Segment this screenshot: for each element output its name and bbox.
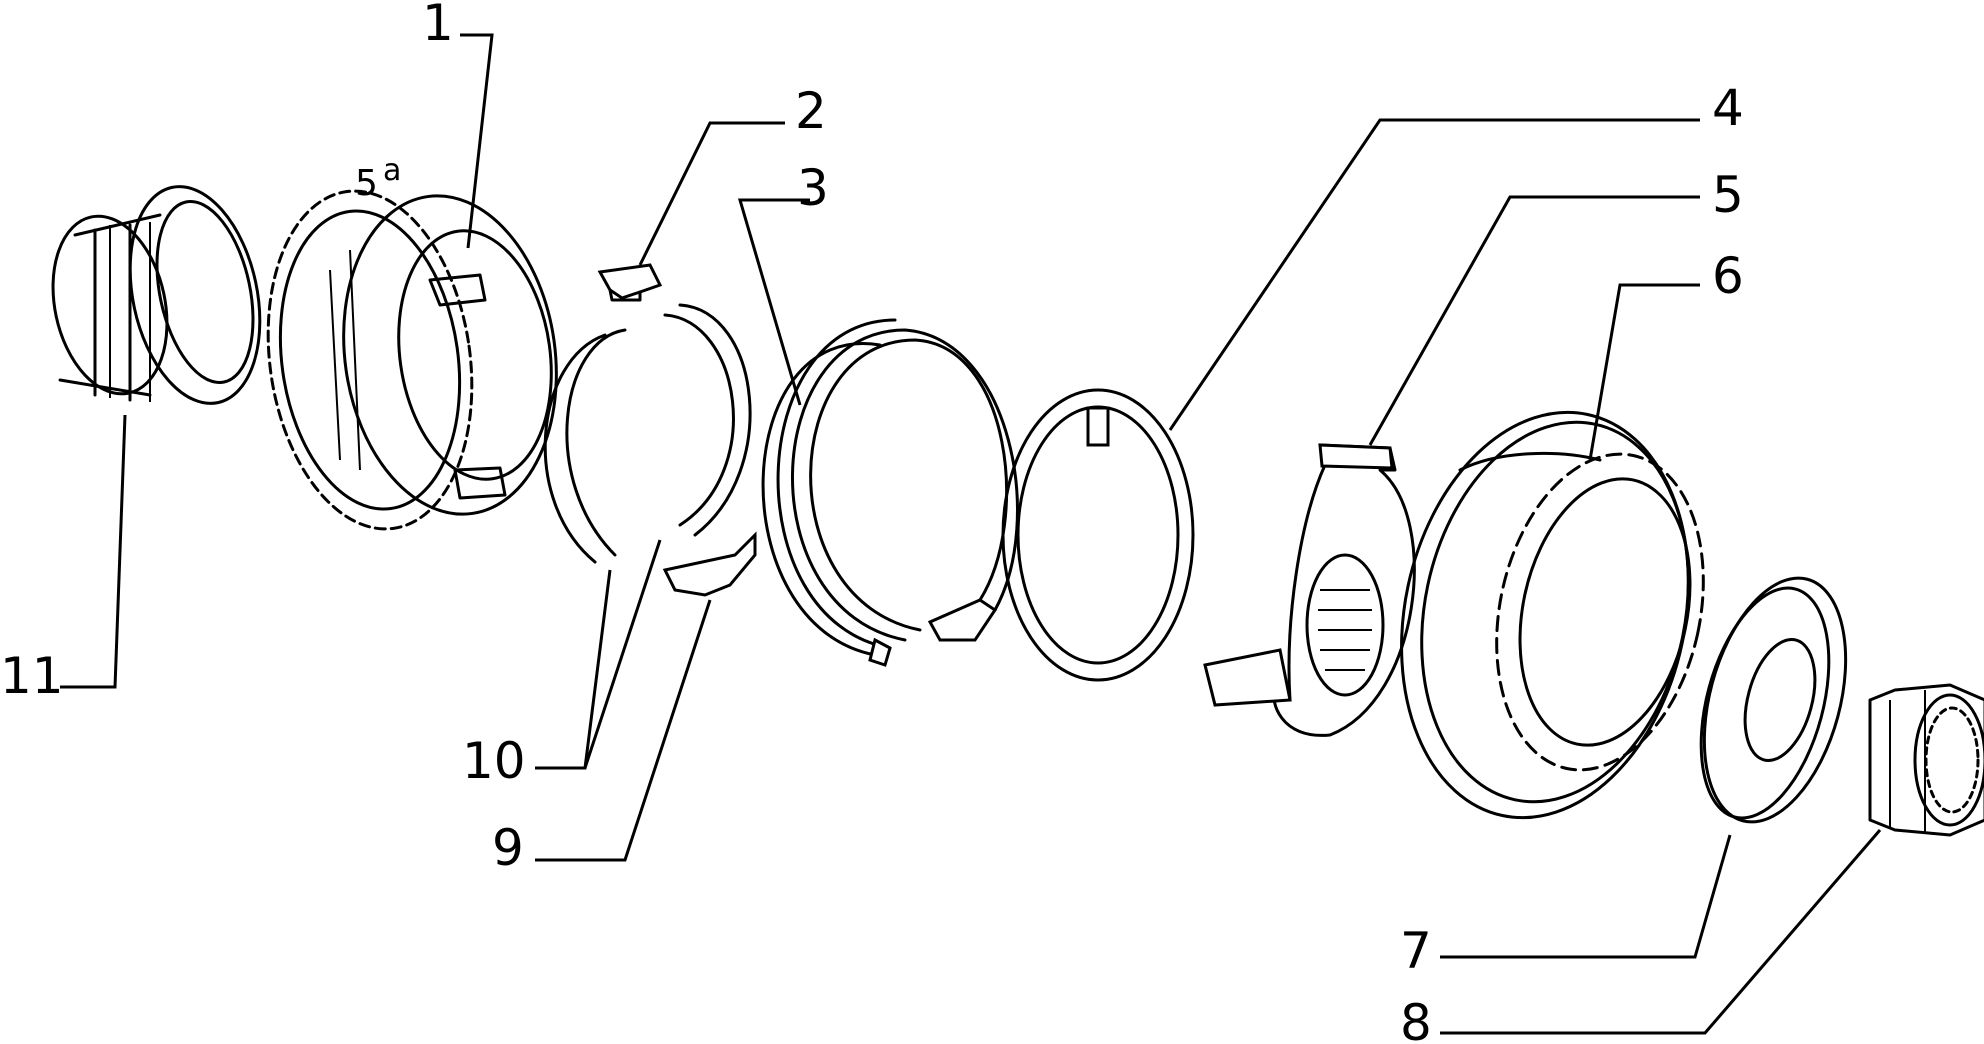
leader-lines [60,33,1882,1035]
callout-7: 7 [1400,922,1432,980]
callout-8: 8 [1400,994,1432,1044]
callout-10: 10 [462,732,526,790]
part-6-sleeve [1400,410,1705,820]
callout-5: 5 [1712,166,1744,224]
part-7-washer [1699,576,1848,824]
callout-11: 11 [0,647,64,705]
callout-6: 6 [1712,247,1744,305]
part-2-key [597,263,663,302]
callout-labels: 1 2 3 4 5 6 7 8 9 10 11 [0,0,1744,1044]
callout-1: 1 [422,0,454,52]
part-3-sync-ring [761,318,1019,667]
part-1-gear [266,189,558,531]
callout-4: 4 [1712,79,1744,137]
gear-mark: 5 a [355,153,401,204]
callout-9: 9 [492,819,524,877]
part-11-bushing [51,185,262,405]
part-10-split-ring [543,303,752,564]
part-8-nut [1868,683,1984,837]
gear-mark-base: 5 [355,163,378,204]
callout-2: 2 [795,82,827,140]
callout-3: 3 [797,159,829,217]
part-4-circlip [1001,388,1195,682]
part-5-shift-fork [1203,443,1416,737]
part-9-key [662,531,757,597]
gear-mark-sup: a [383,153,401,188]
